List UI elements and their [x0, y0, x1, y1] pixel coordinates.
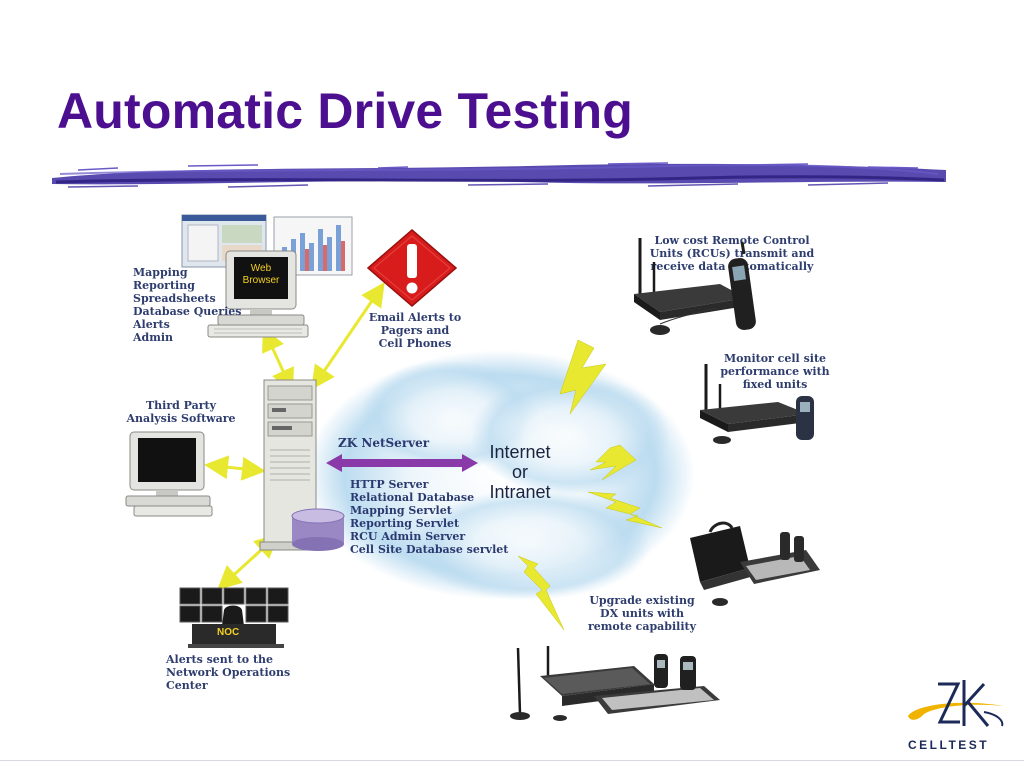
- noc-video-wall: [179, 587, 289, 648]
- footer-divider: [0, 760, 1024, 761]
- third-party-computer: [125, 431, 213, 517]
- web-browser-features: Mapping Reporting Spreadsheets Database …: [133, 266, 242, 344]
- upgrade-caption: Upgrade existing DX units with remote ca…: [587, 594, 697, 633]
- netserver-arrow: [326, 454, 478, 472]
- netserver-name: ZK NetServer: [338, 436, 430, 450]
- noc-screen-label: NOC: [217, 627, 240, 638]
- page-title: Automatic Drive Testing: [57, 83, 633, 139]
- web-browser-workstation: [181, 214, 353, 338]
- rcu-caption: Low cost Remote Control Units (RCUs) tra…: [649, 234, 815, 273]
- fixed-unit-device: [700, 364, 814, 444]
- title-underline: [52, 162, 946, 188]
- zk-logo-icon: [908, 680, 1004, 727]
- web-browser-screen-label: Web Browser: [242, 263, 280, 286]
- netserver-components: HTTP Server Relational Database Mapping …: [350, 478, 509, 556]
- logo-name: CELLTEST: [908, 738, 990, 752]
- wireless-links: [517, 339, 663, 631]
- noc-caption: Alerts sent to the Network Operations Ce…: [166, 653, 291, 692]
- netserver-tower: [259, 379, 345, 551]
- network-cloud: [305, 350, 695, 600]
- alert-warning-icon: [366, 229, 458, 307]
- dx-unit-bottom: [510, 646, 720, 721]
- internet-intranet-label: Internet or Intranet: [489, 442, 551, 502]
- third-party-caption: Third Party Analysis Software: [126, 399, 236, 425]
- email-alerts-caption: Email Alerts to Pagers and Cell Phones: [368, 311, 462, 350]
- rcu-device: [634, 238, 756, 335]
- dx-unit-cases: [690, 521, 820, 606]
- cell-site-caption: Monitor cell site performance with fixed…: [720, 352, 830, 391]
